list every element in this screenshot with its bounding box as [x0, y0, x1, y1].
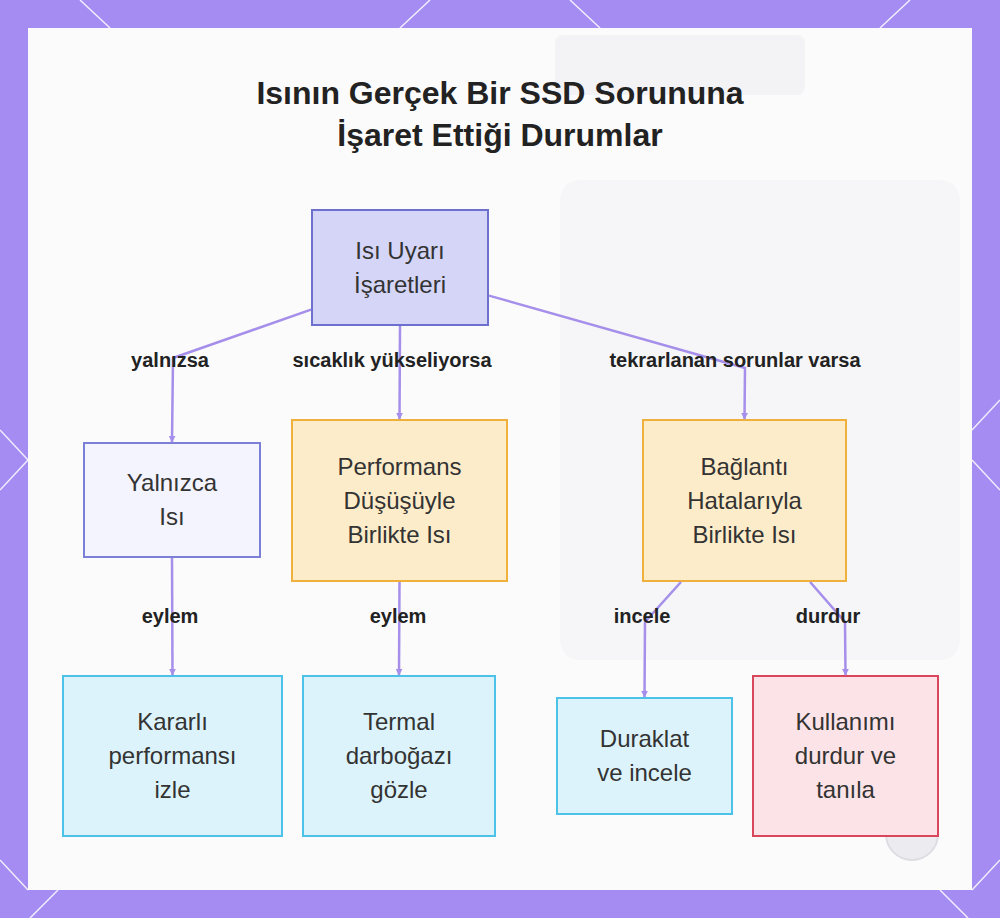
- alert-box: Kullanımı durdur ve tanıla: [752, 675, 939, 837]
- condition-box: Yalnızca Isı: [83, 442, 261, 558]
- edge-label: eylem: [142, 605, 199, 628]
- node-label: Duraklat ve incele: [585, 722, 705, 790]
- diagram-title: Isının Gerçek Bir SSD Sorununa İşaret Et…: [220, 72, 780, 156]
- edge-label: sıcaklık yükseliyorsa: [292, 349, 491, 372]
- node-label: Bağlantı Hatalarıyla Birlikte Isı: [670, 450, 820, 552]
- edge-label: tekrarlanan sorunlar varsa: [609, 349, 860, 372]
- flow-connector: [645, 582, 681, 697]
- action-box: Duraklat ve incele: [556, 697, 733, 815]
- flow-connector: [398, 582, 401, 675]
- flow-connector: [172, 310, 311, 442]
- node-label: Performans Düşüşüyle Birlikte Isı: [320, 450, 480, 552]
- flow-connector: [810, 582, 845, 675]
- edge-label: durdur: [796, 605, 860, 628]
- root-box: Isı Uyarı İşaretleri: [311, 209, 489, 326]
- action-box: Kararlı performansı izle: [62, 675, 283, 837]
- edge-label: incele: [614, 605, 671, 628]
- condition-box: Performans Düşüşüyle Birlikte Isı: [291, 419, 508, 582]
- condition-box: Bağlantı Hatalarıyla Birlikte Isı: [642, 419, 847, 582]
- node-label: Yalnızca Isı: [117, 466, 227, 534]
- background-blur: [560, 180, 960, 660]
- node-label: Kararlı performansı izle: [98, 705, 248, 807]
- edge-label: yalnızsa: [131, 349, 209, 372]
- inner-panel: [28, 28, 972, 890]
- flow-connector: [398, 326, 401, 419]
- action-box: Termal darboğazı gözle: [302, 675, 496, 837]
- node-label: Isı Uyarı İşaretleri: [330, 234, 470, 302]
- node-label: Termal darboğazı gözle: [334, 705, 464, 807]
- node-label: Kullanımı durdur ve tanıla: [781, 705, 911, 807]
- edge-label: eylem: [370, 605, 427, 628]
